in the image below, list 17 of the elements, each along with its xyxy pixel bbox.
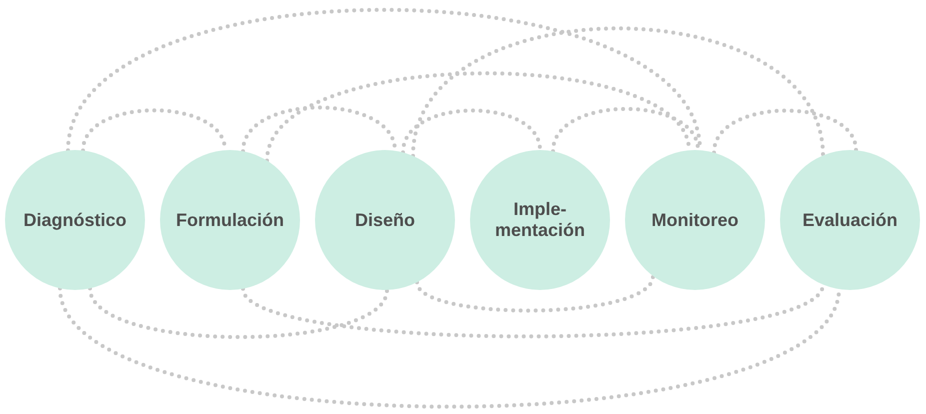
stage-label: Diseño (354, 210, 416, 230)
dotted-connector (265, 71, 691, 163)
dotted-connector (415, 274, 655, 313)
stage-label: Diagnóstico (22, 210, 128, 230)
dotted-connector (58, 286, 841, 409)
dotted-connector (712, 108, 858, 155)
stage-label: Monitoreo (650, 210, 740, 230)
dotted-connector (88, 286, 389, 340)
stage-label: Evaluación (801, 210, 899, 230)
stage-label: Imple- mentación (494, 199, 586, 241)
stage-label: Formulación (174, 210, 285, 230)
dotted-connector (66, 8, 702, 152)
dotted-connector (401, 108, 542, 154)
dotted-connector (241, 106, 397, 154)
dotted-connector (81, 108, 227, 152)
dotted-connector (411, 26, 825, 158)
dotted-connector (551, 106, 700, 154)
